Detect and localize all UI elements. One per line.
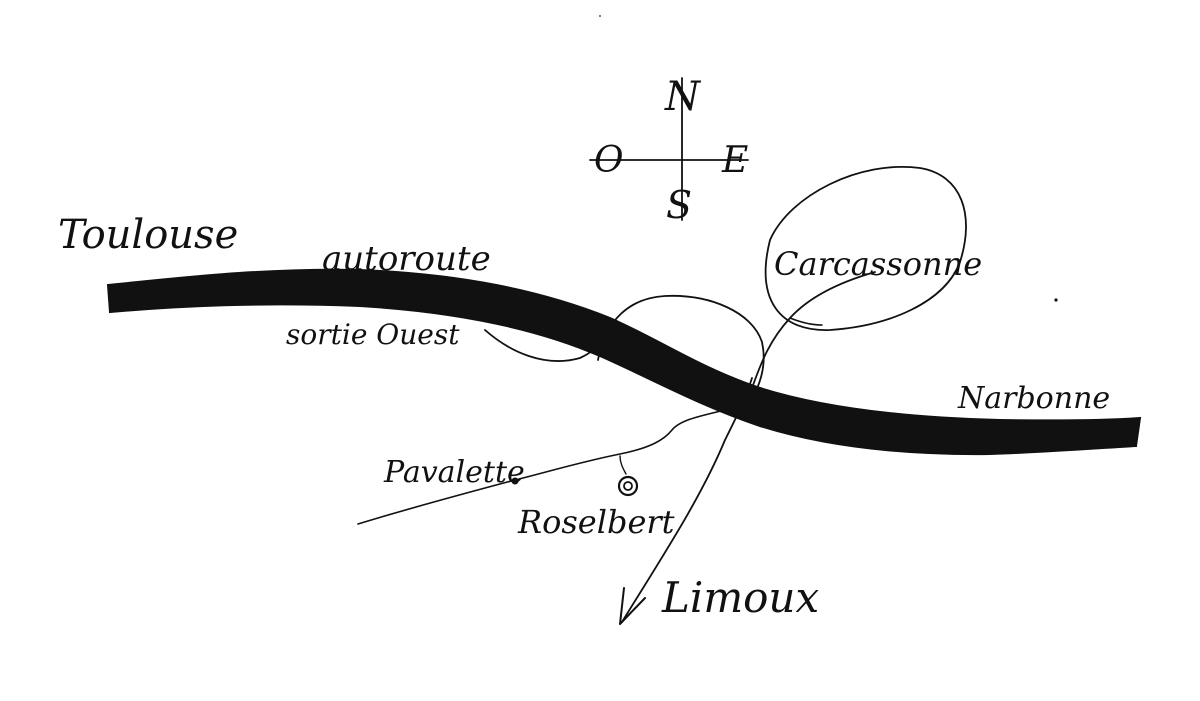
compass-north-label: N — [664, 74, 702, 120]
label-roselbert: Roselbert — [517, 503, 675, 541]
label-pavalette: Pavalette — [383, 455, 525, 490]
ink-speck — [599, 15, 601, 17]
pavalette-marker — [511, 477, 519, 485]
label-narbonne: Narbonne — [957, 381, 1110, 416]
ink-speck — [1054, 298, 1058, 302]
compass-west-label: O — [594, 140, 624, 181]
label-autoroute: autoroute — [322, 239, 491, 279]
road-carcassonne-spur — [789, 317, 823, 326]
compass-south-label: S — [666, 183, 692, 227]
compass-east-label: E — [721, 140, 748, 181]
label-toulouse: Toulouse — [58, 212, 238, 258]
roselbert-connector — [619, 455, 627, 475]
roselbert-marker — [617, 475, 639, 497]
autoroute-band — [106, 268, 1142, 456]
road-to-limoux — [621, 377, 753, 623]
label-limoux: Limoux — [661, 573, 819, 622]
label-sortie-ouest: sortie Ouest — [286, 318, 460, 351]
limoux-arrow-head — [619, 587, 646, 625]
label-carcassonne: Carcassonne — [774, 245, 982, 283]
carcassonne-circle — [764, 166, 967, 331]
roselbert-marker-inner — [623, 481, 633, 491]
road-to-pavalette — [357, 409, 726, 525]
